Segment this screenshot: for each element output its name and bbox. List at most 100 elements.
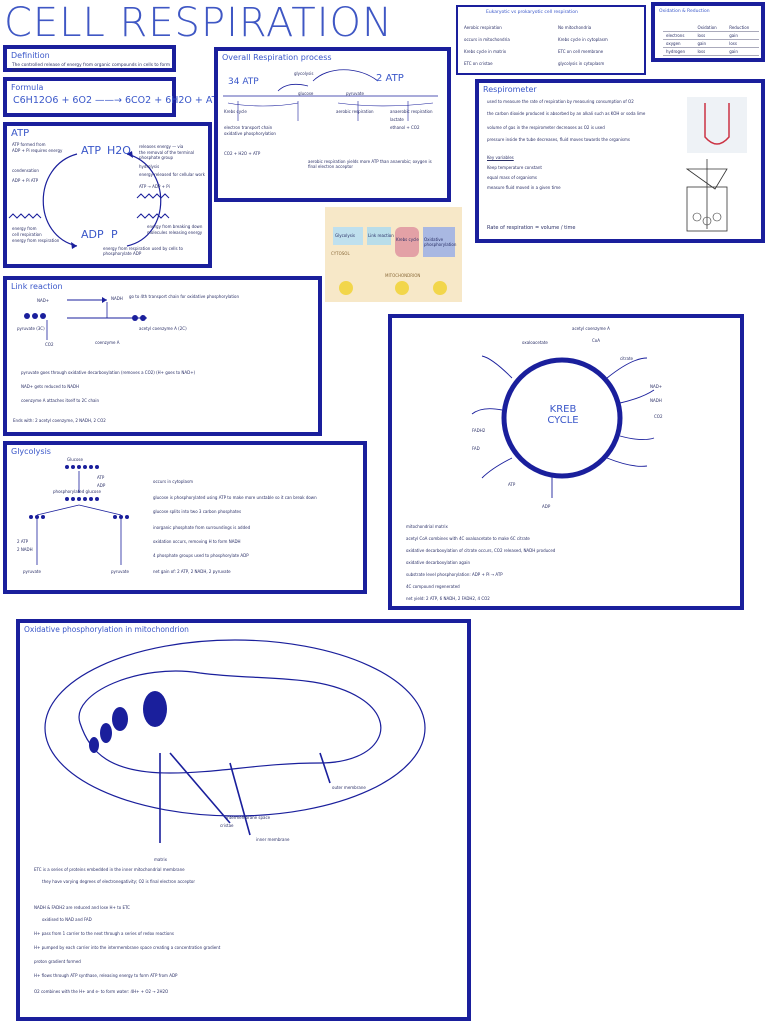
link-etc-note: go to 4th transport chain for oxidative … xyxy=(129,294,240,299)
oxphos-note-7: proton gradient formed xyxy=(34,959,81,964)
resp-rate: Rate of respiration = volume / time xyxy=(487,225,576,231)
oxphos-note-9: O2 combines with the H+ and e- to form w… xyxy=(34,989,169,994)
mito-cytosol-label: CYTOSOL xyxy=(331,251,350,256)
overall-34atp: 34 ATP xyxy=(228,77,259,87)
table-cell: loss xyxy=(694,31,727,40)
glyc-note-1: occurs in cytoplasm xyxy=(153,479,193,484)
krebs-atp: ATP xyxy=(508,482,516,487)
overall-glucose: glucose xyxy=(298,91,314,96)
glyc-pyruvate-right: pyruvate xyxy=(111,569,129,574)
link-co2: CO2 xyxy=(45,342,54,347)
overall-footnote: aerobic respiration yields more ATP than… xyxy=(308,159,432,169)
link-note-3: coenzyme A attaches itself to 2C chain xyxy=(21,398,100,403)
atp-burst-2 xyxy=(395,281,409,295)
oxphos-note-6: H+ pumped by each carrier into the inter… xyxy=(34,945,221,950)
euk-right-3: ETC on cell membrane xyxy=(558,49,604,54)
resp-sub-note-1: Keep temperature constant xyxy=(487,165,542,170)
respirometer-heading: Respirometer xyxy=(483,85,537,94)
phosphate-label: P xyxy=(111,228,118,241)
link-coa: coenzyme A xyxy=(95,340,120,345)
overall-card: Overall Respiration process 34 ATP 2 ATP… xyxy=(214,47,451,202)
resp-note-4: pressure inside the tube decreases, flui… xyxy=(487,137,630,142)
krebs-note-7: net yield: 2 ATP, 6 NADH, 2 FADH2, 4 CO2 xyxy=(406,596,490,601)
krebs-diagram xyxy=(471,355,655,498)
oxred-heading: Oxidation & Reduction xyxy=(659,9,710,14)
krebs-fad: FAD xyxy=(472,446,480,451)
table-cell: loss xyxy=(726,39,759,48)
glyc-atp: ATP xyxy=(97,475,105,480)
oxphos-note-1: ETC is a series of proteins embedded in … xyxy=(34,867,185,872)
atp-left-note-7: energy from respiration xyxy=(12,238,60,243)
oxphos-outer-membrane: outer membrane xyxy=(332,785,366,790)
glycolysis-card: Glycolysis Glucose phosphorylated glucos… xyxy=(3,441,367,594)
oxphos-note-5: H+ pass from 1 carrier to the next throu… xyxy=(34,931,174,936)
glyc-phos-glucose: phosphorylated glucose xyxy=(53,489,101,494)
krebs-fadh2: FADH2 xyxy=(472,428,486,433)
oxphos-card: Oxidative phosphorylation in mitochondri… xyxy=(16,619,471,1021)
overall-flow-diagram xyxy=(223,69,438,121)
atp-bottom-note: energy from respiration used by cells to… xyxy=(103,246,183,256)
link-acetyl-coa: acetyl coenzyme A (2C) xyxy=(139,326,187,331)
atp-cycle-diagram xyxy=(8,151,170,249)
definition-heading: Definition xyxy=(11,51,50,60)
euk-left-4: ETC on cristae xyxy=(464,61,493,66)
oxphos-heading: Oxidative phosphorylation in mitochondri… xyxy=(24,625,189,634)
atp-burst-1 xyxy=(339,281,353,295)
resp-sub-note-3: measure fluid moved in a given time xyxy=(487,185,561,190)
formula-heading: Formula xyxy=(11,83,44,92)
mito-glycolysis-box: Glycolysis xyxy=(333,227,363,245)
oxred-col: Reduction xyxy=(726,24,759,32)
oxphos-matrix: matrix xyxy=(154,857,168,862)
krebs-note-1: mitochondrial matrix xyxy=(406,524,448,529)
atp-left-note-6: cell respiration xyxy=(12,232,42,237)
mito-overview-diagram: Glycolysis Link reaction Krebs cycle Oxi… xyxy=(325,207,462,302)
oxred-table: Oxidation Reduction electrons loss gain … xyxy=(663,24,759,56)
glyc-end: net gain of: 2 ATP, 2 NADH, 2 pyruvate xyxy=(153,569,231,574)
krebs-coa: CoA xyxy=(592,338,600,343)
overall-anaerobic: anaerobic respiration xyxy=(390,109,433,114)
definition-text: The controlled release of energy from or… xyxy=(12,63,171,74)
krebs-acetyl: acetyl coenzyme A xyxy=(572,326,610,331)
atp-right-note-6: energy from breaking down xyxy=(147,224,203,229)
oxred-header-row: Oxidation Reduction xyxy=(663,24,759,32)
resp-sub-note-2: equal mass of organisms xyxy=(487,175,538,180)
definition-card: Definition The controlled release of ene… xyxy=(3,45,176,74)
atp-right-note-5: ATP → ADP + Pi xyxy=(139,184,170,189)
mito-krebs-label: Krebs cycle xyxy=(396,237,419,242)
overall-ethanol: ethanol + CO2 xyxy=(390,125,420,130)
glyc-note-6: 4 phosphate groups used to phosphorylate… xyxy=(153,553,249,558)
glyc-note-5: oxidation occurs, removing H to form NAD… xyxy=(153,539,241,544)
respirometer-card: Respirometer used to measure the rate of… xyxy=(475,79,765,243)
glyc-glucose: Glucose xyxy=(67,457,83,462)
table-row: hydrogen loss gain xyxy=(663,47,759,56)
krebs-note-5: substrate level phosphorylation: ADP + P… xyxy=(406,572,503,577)
glyc-note-4: inorganic phosphate from surroundings is… xyxy=(153,525,251,530)
oxphos-note-4: oxidised to NAD and FAD xyxy=(42,917,92,922)
link-reaction-card: Link reaction pyruvate (3C) acetyl coenz… xyxy=(3,276,322,436)
krebs-adp: ADP xyxy=(542,504,551,509)
atp-right-note-4: energy released for cellular work xyxy=(139,172,205,177)
respirometer-sketch xyxy=(685,159,728,232)
table-cell: oxygen xyxy=(663,39,695,48)
page-title: CELL RESPIRATION xyxy=(4,0,393,46)
krebs-note-2: acetyl CoA combines with 4C oxaloacetate… xyxy=(406,536,530,541)
krebs-citrate: citrate xyxy=(620,356,634,361)
krebs-note-4: oxidative decarboxylation again xyxy=(406,560,471,565)
table-row: electrons loss gain xyxy=(663,31,759,40)
link-heading: Link reaction xyxy=(11,282,63,291)
link-note-1: pyruvate goes through oxidative decarbox… xyxy=(21,370,196,375)
link-note-2: NAD+ gets reduced to NADH xyxy=(21,384,80,389)
resp-note-1: used to measure the rate of respiration … xyxy=(487,99,634,104)
h2o-label: H2O xyxy=(107,144,131,157)
atp-left-note-4: ADP + Pi ATP xyxy=(12,178,39,183)
formula-card: Formula C6H12O6 + 6O2 ——→ 6CO2 + 6H2O + … xyxy=(3,77,223,117)
atp-card: ATP ATP H2O ADP P ATP formed from ADP + … xyxy=(3,122,212,268)
resp-note-3: volume of gas in the respirometer decrea… xyxy=(487,125,605,130)
euk-right-1: No mitochondria xyxy=(558,25,592,30)
overall-oxphos: oxidative phosphorylation xyxy=(224,131,276,136)
krebs-card: KREB CYCLE acetyl coenzyme A CoA oxaloac… xyxy=(388,314,744,610)
oxphos-cristae: cristae xyxy=(220,823,234,828)
atp-left-note-2: ADP + Pi requires energy xyxy=(12,148,63,153)
formula-equation: C6H12O6 + 6O2 ——→ 6CO2 + 6H2O + ATP xyxy=(13,95,224,106)
atp-right-note-3: hydrolysis xyxy=(139,164,160,169)
